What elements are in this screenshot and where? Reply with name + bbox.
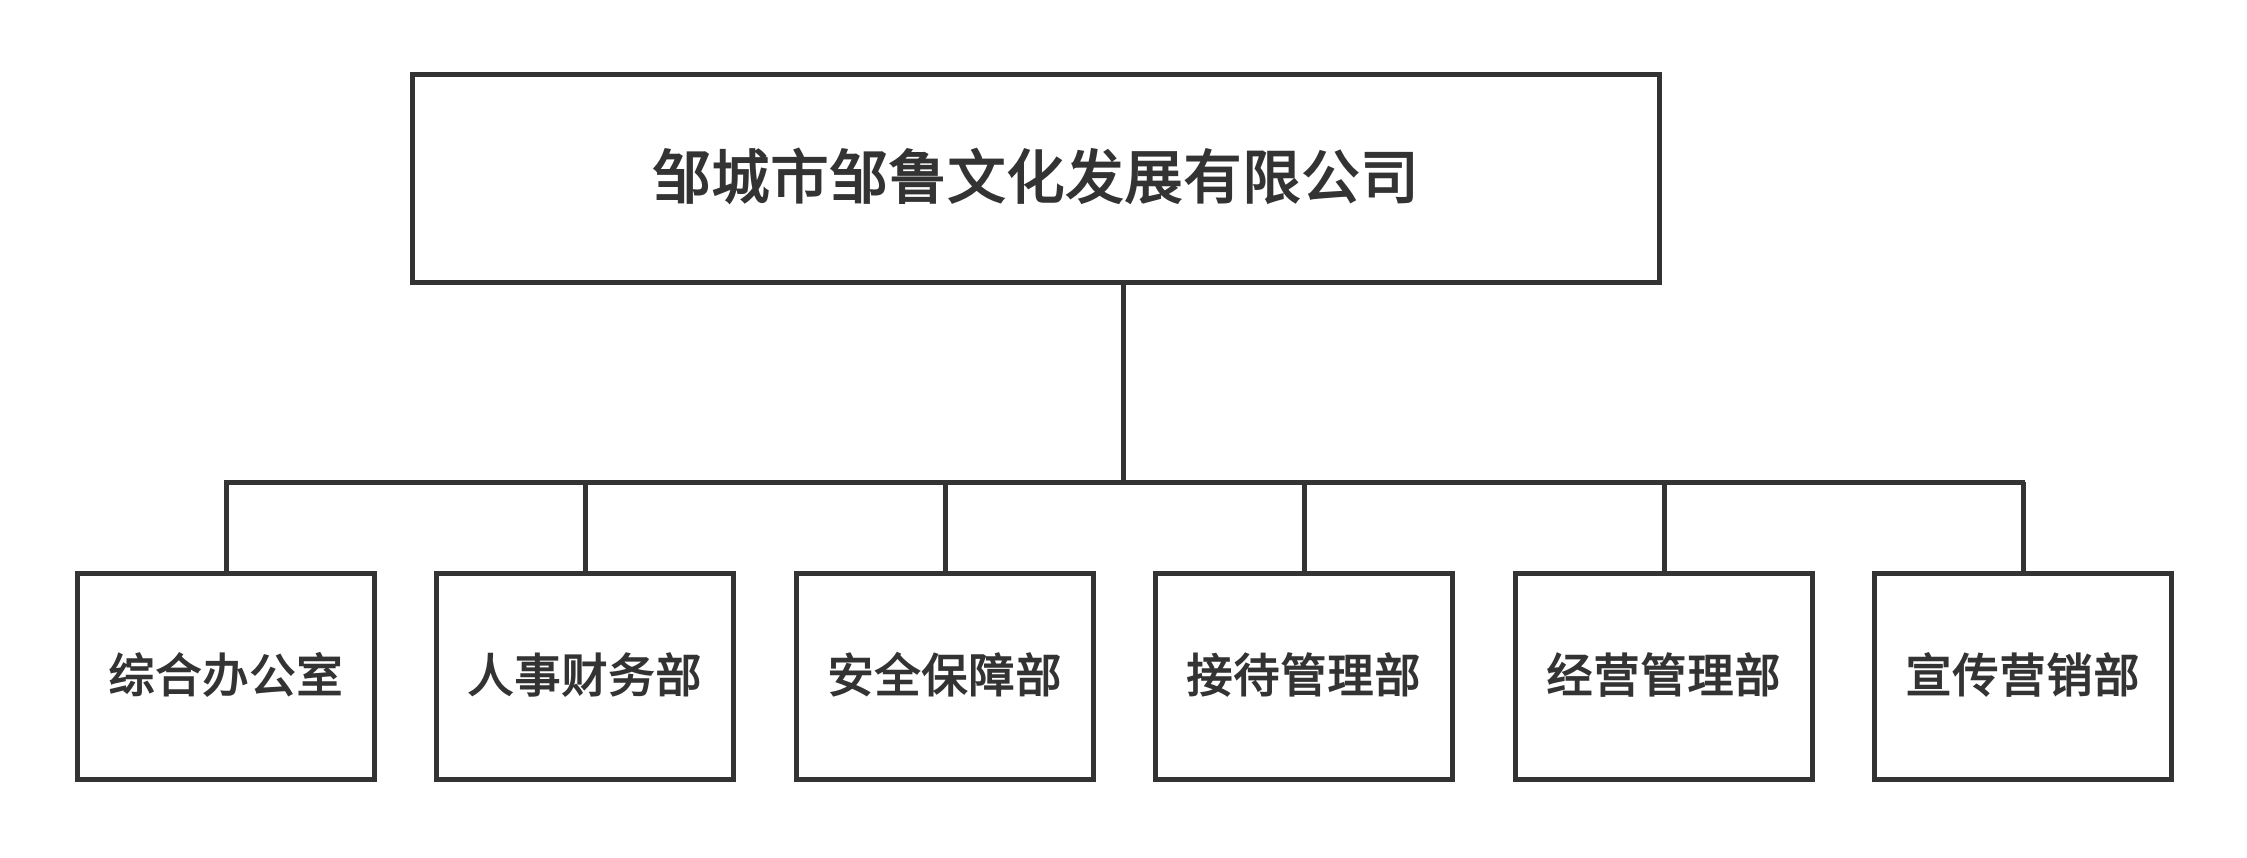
connector-root-trunk bbox=[1121, 285, 1126, 484]
org-node-root[interactable]: 邹城市邹鲁文化发展有限公司 bbox=[410, 72, 1662, 285]
org-node-department-1[interactable]: 综合办公室 bbox=[75, 571, 377, 782]
org-node-department-6[interactable]: 宣传营销部 bbox=[1872, 571, 2174, 782]
org-node-department-4-label: 接待管理部 bbox=[1186, 650, 1422, 703]
org-node-department-5-label: 经营管理部 bbox=[1546, 650, 1782, 703]
connector-drop-5 bbox=[1662, 482, 1667, 573]
org-node-department-2-label: 人事财务部 bbox=[467, 650, 703, 703]
connector-drop-2 bbox=[583, 482, 588, 573]
org-node-department-4[interactable]: 接待管理部 bbox=[1153, 571, 1455, 782]
connector-drop-4 bbox=[1302, 482, 1307, 573]
org-node-department-5[interactable]: 经营管理部 bbox=[1513, 571, 1815, 782]
org-node-department-6-label: 宣传营销部 bbox=[1905, 650, 2141, 703]
connector-horizontal-bus bbox=[224, 480, 2025, 485]
org-node-department-3[interactable]: 安全保障部 bbox=[794, 571, 1096, 782]
org-node-department-1-label: 综合办公室 bbox=[108, 650, 344, 703]
connector-drop-6 bbox=[2021, 482, 2026, 573]
org-node-department-2[interactable]: 人事财务部 bbox=[434, 571, 736, 782]
org-node-department-3-label: 安全保障部 bbox=[827, 650, 1063, 703]
org-node-root-label: 邹城市邹鲁文化发展有限公司 bbox=[652, 145, 1420, 211]
connector-drop-3 bbox=[943, 482, 948, 573]
connector-drop-1 bbox=[224, 482, 229, 573]
